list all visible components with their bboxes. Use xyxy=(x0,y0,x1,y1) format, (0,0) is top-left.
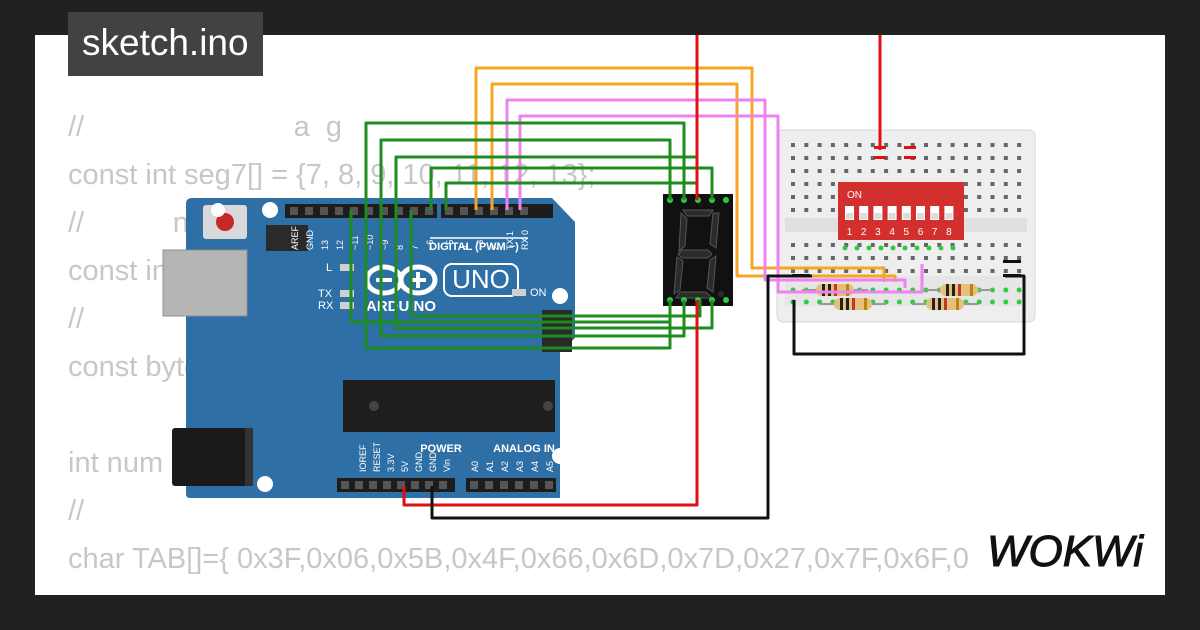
pin-label: RESET xyxy=(372,441,382,472)
wokwi-logo: WOKWi xyxy=(986,527,1144,577)
usb-port xyxy=(162,249,248,317)
dip-number: 5 xyxy=(904,227,910,238)
power-pin-labels: IOREF RESET 3.3V 5V GND GND Vin xyxy=(358,441,452,472)
uno-badge xyxy=(443,263,519,297)
on-led xyxy=(512,289,526,296)
pin-label: RX 0 xyxy=(520,230,530,250)
pin-label: GND xyxy=(428,452,438,473)
pin-label: ~3 xyxy=(475,240,485,250)
wokwi-logo-text: WOKWi xyxy=(987,527,1144,576)
dip-number: 3 xyxy=(875,227,881,238)
dip-number: 4 xyxy=(889,227,895,238)
wire-pink xyxy=(518,114,924,294)
seven-segment-display[interactable] xyxy=(663,194,733,306)
l-led xyxy=(340,264,354,271)
wire-red xyxy=(402,300,699,507)
code-line: boolean // xyxy=(68,583,1158,593)
wire-green xyxy=(364,210,672,350)
wire-black xyxy=(792,300,1026,356)
arduino-brand-label: ARDUINO xyxy=(366,298,436,315)
bottom-pins xyxy=(341,481,553,489)
pin-label: A2 xyxy=(500,461,510,472)
pin-label: A4 xyxy=(530,461,540,472)
dip-switch-levers[interactable] xyxy=(845,206,954,220)
dip-number: 2 xyxy=(861,227,867,238)
wire-black xyxy=(1005,274,1026,300)
resistor[interactable] xyxy=(820,298,886,310)
uno-label: UNO xyxy=(452,264,510,294)
digital-pins xyxy=(290,207,528,215)
pin-label: AREF xyxy=(290,225,300,250)
pin-label: 4 xyxy=(460,245,470,250)
code-line: // xyxy=(68,495,85,527)
sketch-file-title[interactable]: sketch.ino xyxy=(68,12,263,76)
pin-label: ~10 xyxy=(365,235,375,250)
wire-green xyxy=(429,166,714,210)
rx-label: RX xyxy=(318,300,334,312)
analog-pin-labels: A0 A1 A2 A3 A4 A5 xyxy=(470,461,555,472)
code-line: char TAB[]={ 0x3F,0x06,0x5B,0x4F,0x66,0x… xyxy=(68,543,969,575)
resistor[interactable] xyxy=(926,284,992,296)
code-line: const int seg7[] = {7, 8, 9, 10, 11, 12,… xyxy=(68,159,596,191)
analog-label: ANALOG IN xyxy=(493,443,555,455)
dip-number: 8 xyxy=(946,227,952,238)
wire-orange xyxy=(490,82,897,282)
wires xyxy=(349,35,1026,520)
power-jack xyxy=(172,428,252,486)
pin-label: 7 xyxy=(410,245,420,250)
wire-pink xyxy=(505,98,907,288)
wire-black xyxy=(430,274,812,520)
analog-header xyxy=(466,478,556,492)
arduino-uno-board[interactable]: UNO ARDUINO DIGITAL (PWM ~) ON L TX RX A… xyxy=(162,198,575,498)
pin-label: ~5 xyxy=(445,240,455,250)
pin-label: ~6 xyxy=(425,240,435,250)
pin-label: A5 xyxy=(545,461,555,472)
code-line: int num xyxy=(68,447,164,479)
power-header xyxy=(337,478,455,492)
pin-label: 3.3V xyxy=(386,453,396,472)
tx-led xyxy=(340,290,354,297)
code-preview: // a g const int seg7[] = {7, 8, 9, 10, … xyxy=(68,103,1158,593)
pin-label: 5V xyxy=(400,461,410,472)
dip-number: 6 xyxy=(918,227,924,238)
wire-green xyxy=(379,210,686,338)
wire-green xyxy=(394,210,714,330)
pin-label: 2 xyxy=(490,245,500,250)
code-line: // xyxy=(68,303,85,335)
pin-label: 12 xyxy=(335,240,345,250)
pin-label: A0 xyxy=(470,461,480,472)
wire-green xyxy=(364,121,686,210)
dip-number: 1 xyxy=(847,227,853,238)
pin-label: TX 1 xyxy=(505,231,515,250)
pin-label: GND xyxy=(305,230,315,251)
on-led-label: ON xyxy=(530,287,547,299)
pin-label: GND xyxy=(414,452,424,473)
pin-label: ~9 xyxy=(380,240,390,250)
pin-label: Vin xyxy=(442,459,452,472)
pin-label: 8 xyxy=(395,245,405,250)
code-line: // a g xyxy=(68,111,342,143)
wire-green xyxy=(409,210,702,318)
resistor[interactable] xyxy=(912,298,978,310)
dip-number: 7 xyxy=(932,227,938,238)
power-label: POWER xyxy=(420,443,462,455)
pin-label: A1 xyxy=(485,461,495,472)
wire-orange xyxy=(474,66,886,282)
pin-label: IOREF xyxy=(358,444,368,472)
wire-green xyxy=(379,138,672,210)
pin-label: ~11 xyxy=(350,235,360,250)
pin-label: 13 xyxy=(320,240,330,250)
dip-on-label: ON xyxy=(847,190,862,201)
rx-led xyxy=(340,302,354,309)
l-led-label: L xyxy=(326,262,332,274)
pin-label: A3 xyxy=(515,461,525,472)
digital-header-label: DIGITAL (PWM ~) xyxy=(429,241,519,253)
tx-label: TX xyxy=(318,288,333,300)
